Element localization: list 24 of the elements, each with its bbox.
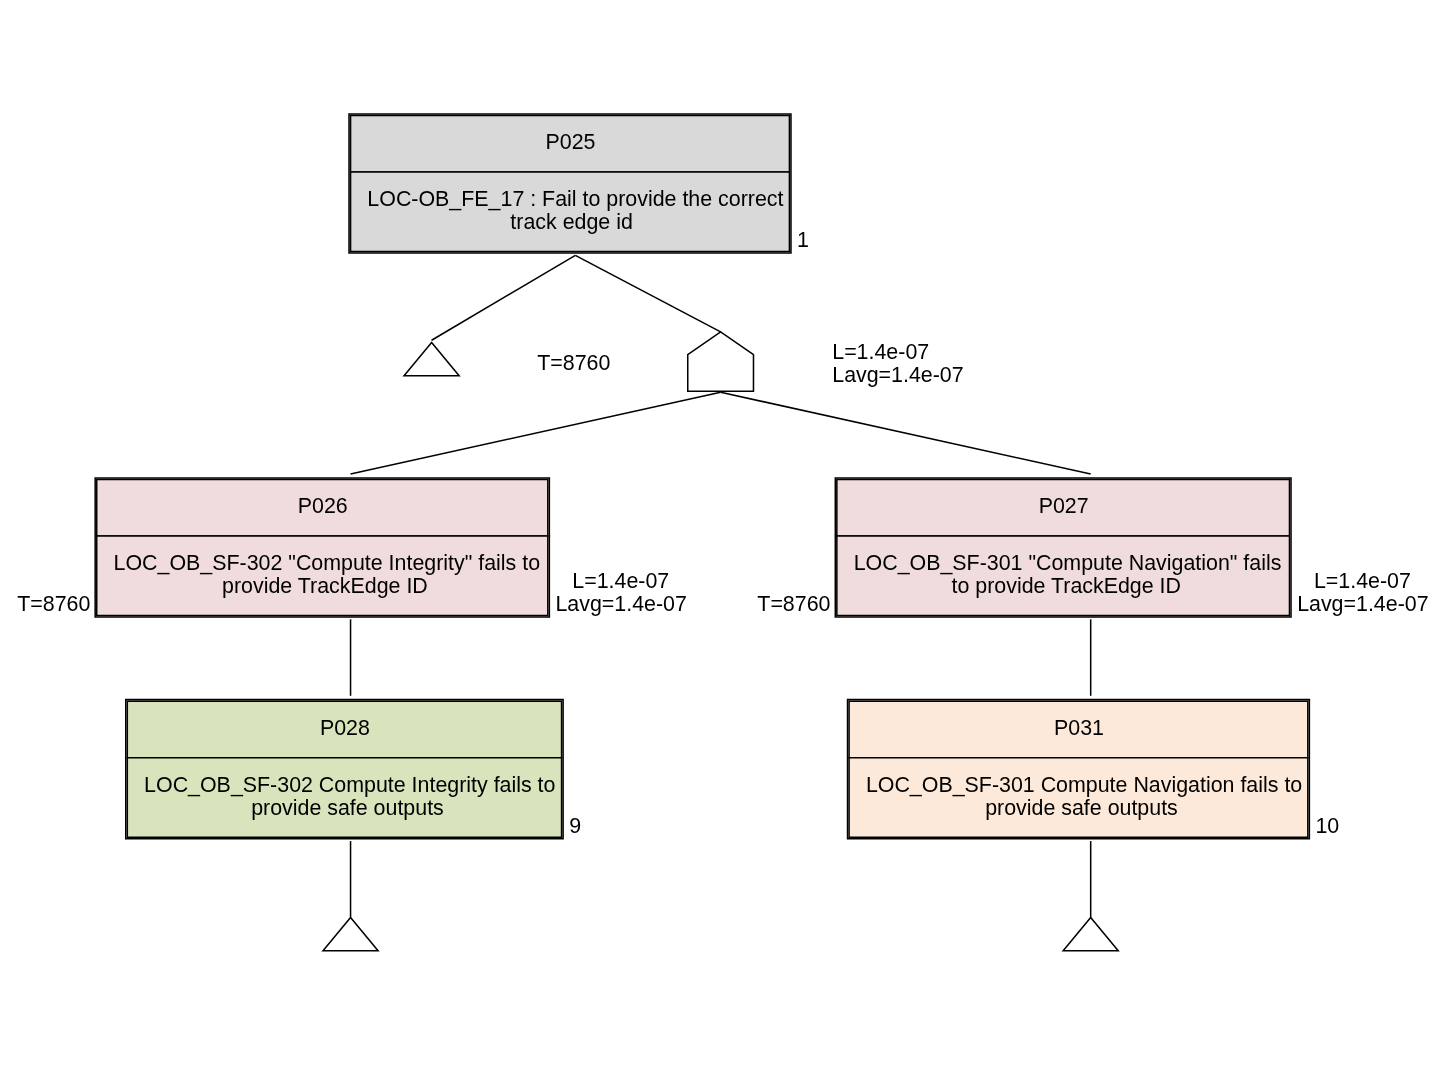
connector (719, 391, 1092, 475)
node-label: 9 (569, 813, 582, 838)
node-label: 10 (1315, 813, 1340, 838)
node-label: Lavg=1.4e-07 (555, 591, 687, 616)
node-triangle (402, 340, 461, 377)
node-label: Lavg=1.4e-07 (1297, 591, 1429, 616)
connector (574, 254, 722, 333)
node-label: L=1.4e-07 (572, 568, 670, 593)
node-label: 1 (797, 227, 809, 252)
node-label: T=8760 (17, 591, 91, 616)
node-triangle (1061, 915, 1120, 952)
connector (349, 839, 352, 918)
connector (1089, 839, 1092, 918)
node-label: L=1.4e-07 (1313, 568, 1411, 593)
node-gate (686, 330, 755, 392)
connector (349, 391, 722, 475)
node-label: L=1.4e-07 (832, 339, 930, 364)
node-triangle (321, 915, 380, 952)
node-label: T=8760 (757, 591, 831, 616)
node-label: T=8760 (537, 350, 611, 375)
connector (1089, 618, 1092, 697)
connector (349, 618, 352, 697)
connector (430, 254, 577, 341)
node-label: Lavg=1.4e-07 (832, 362, 964, 387)
